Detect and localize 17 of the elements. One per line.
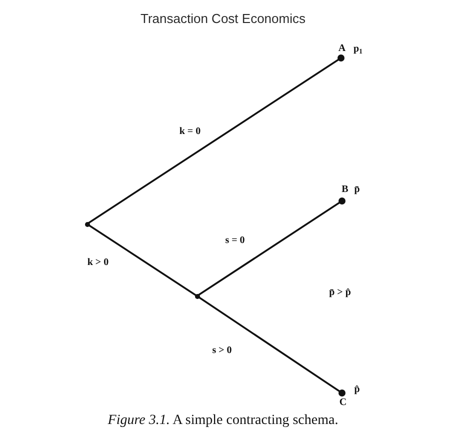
edge-label: k = 0	[179, 127, 201, 137]
point-letter: A	[338, 44, 346, 54]
junction-point	[194, 294, 200, 298]
figure-caption: Figure 3.1. A simple contracting schema.	[108, 414, 338, 428]
point-letter: C	[339, 398, 347, 408]
inequality-label: p̄ > p̂	[329, 288, 351, 298]
branch-line	[196, 202, 340, 297]
price-label: p̄	[354, 185, 360, 195]
edge-label: s = 0	[225, 236, 245, 246]
price-label: p̂	[354, 385, 360, 395]
point-letter: B	[342, 185, 348, 195]
branch-line	[86, 59, 339, 225]
edge-label: s > 0	[212, 346, 232, 356]
junction-point	[84, 222, 90, 226]
price-label: p$_{1}$	[353, 44, 363, 56]
page-header: Transaction Cost Economics	[140, 12, 306, 25]
edge-label: k > 0	[87, 258, 109, 268]
